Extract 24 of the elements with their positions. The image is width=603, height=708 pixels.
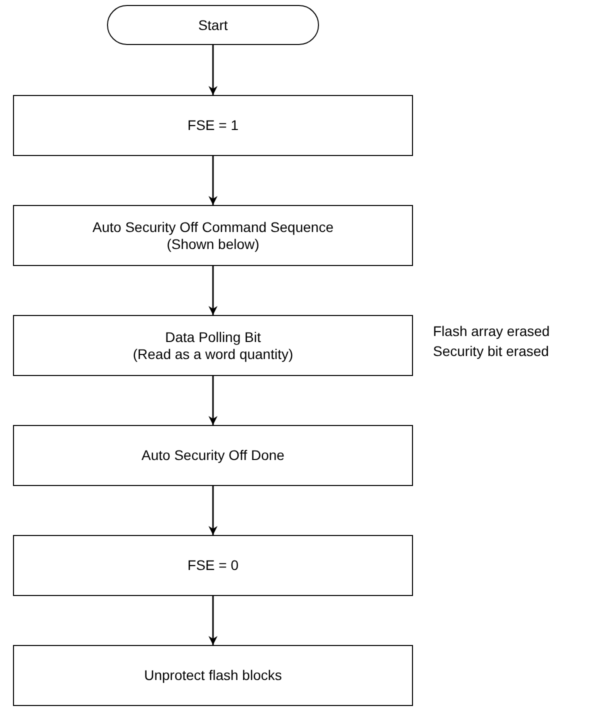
arrow xyxy=(208,156,218,205)
arrow xyxy=(208,266,218,315)
process-box xyxy=(13,95,413,156)
side-note: Flash array erased xyxy=(433,322,550,341)
node-text: Start xyxy=(198,16,228,34)
process-box xyxy=(13,645,413,706)
process-box xyxy=(13,425,413,486)
node-text: Auto Security Off Done xyxy=(142,447,284,464)
node-text: Data Polling Bit xyxy=(165,328,261,346)
process-box xyxy=(13,205,413,266)
arrow xyxy=(208,596,218,645)
side-note: Security bit erased xyxy=(433,342,549,361)
arrow xyxy=(208,486,218,535)
node-text: (Read as a word quantity) xyxy=(132,346,294,362)
process-box xyxy=(13,315,413,376)
node-text: FSE = 0 xyxy=(188,557,238,574)
node-text: Unprotect flash blocks xyxy=(144,667,282,684)
node-text: (Shown below) xyxy=(166,236,260,252)
node-text: FSE = 1 xyxy=(188,117,238,134)
arrow xyxy=(208,45,218,95)
arrow xyxy=(208,376,218,425)
process-box xyxy=(13,535,413,596)
node-text: Auto Security Off Command Sequence xyxy=(92,218,334,236)
start-terminator xyxy=(107,5,319,45)
